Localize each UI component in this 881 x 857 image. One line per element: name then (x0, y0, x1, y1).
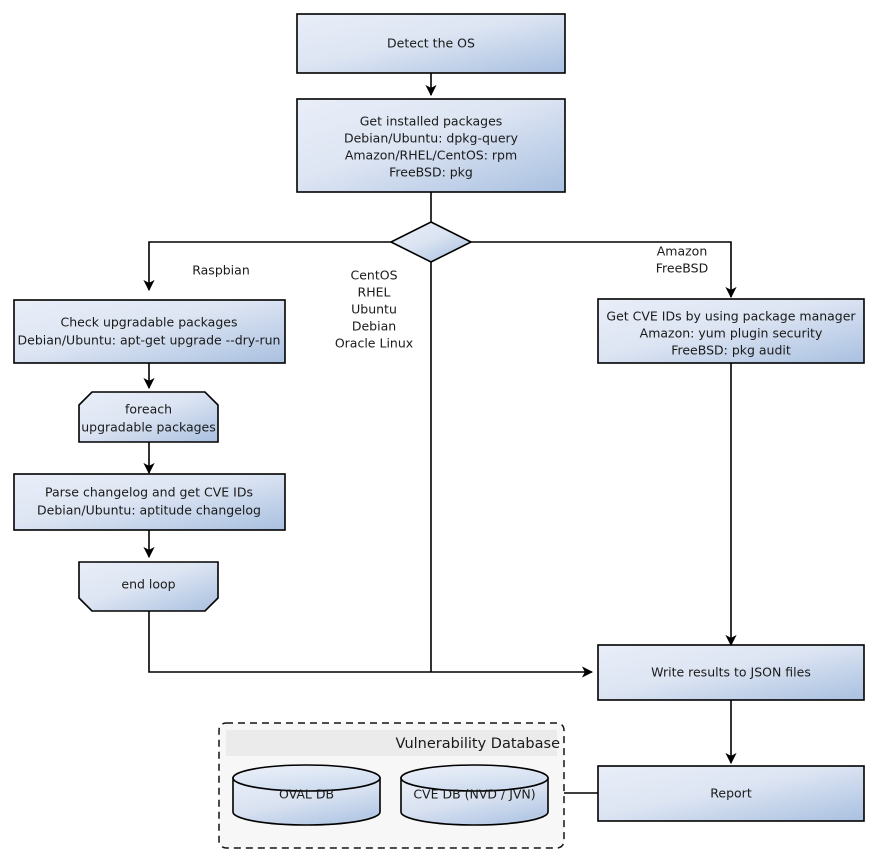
get-installed-packages-line-1: Get installed packages (360, 114, 503, 129)
check-upgradable-box[interactable] (13, 299, 286, 364)
group-header-strip (226, 730, 557, 756)
get-installed-packages-line-2: Debian/Ubuntu: dpkg-query (344, 131, 519, 146)
foreach-loop-line-2: upgradable packages (81, 420, 216, 435)
parse-changelog-line-1: Parse changelog and get CVE IDs (45, 485, 253, 500)
edge-label-right-line-1: Amazon (657, 244, 708, 259)
edge-label-raspbian: Raspbian (192, 263, 250, 278)
edge-label-center-line-2: RHEL (358, 285, 391, 300)
end-loop-shape[interactable] (78, 561, 219, 612)
edge-label-center-line-3: Ubuntu (351, 302, 397, 317)
get-cve-ids-line-3: FreeBSD: pkg audit (671, 343, 791, 358)
parse-changelog-box[interactable] (13, 473, 286, 531)
get-installed-packages-line-4: FreeBSD: pkg (389, 165, 473, 180)
write-results-label: Write results to JSON files (651, 665, 811, 680)
edge-label-center-line-1: CentOS (350, 268, 397, 283)
edge-label-center-line-5: Oracle Linux (335, 336, 413, 351)
node-get-installed-packages[interactable]: Get installed packages Debian/Ubuntu: dp… (296, 98, 566, 193)
node-detect-os[interactable]: Detect the OS (296, 13, 566, 74)
node-parse-changelog[interactable]: Parse changelog and get CVE IDs Debian/U… (13, 473, 286, 531)
foreach-loop-line-1: foreach (125, 402, 172, 417)
node-foreach-loop-start[interactable]: foreach upgradable packages (78, 391, 219, 443)
database-oval-db: OVAL DB (232, 764, 381, 826)
oval-db-label: OVAL DB (279, 787, 334, 802)
cve-db-label: CVE DB (NVD / JVN) (413, 787, 535, 802)
edge-label-right-branch: Amazon FreeBSD (656, 244, 708, 276)
end-loop-label: end loop (121, 577, 175, 592)
edge-label-center-branch: CentOS RHEL Ubuntu Debian Oracle Linux (335, 268, 413, 351)
node-end-loop[interactable]: end loop (78, 561, 219, 612)
group-title-label: Vulnerability Database (396, 736, 561, 752)
get-cve-ids-box[interactable] (597, 298, 865, 364)
edge-label-raspbian-line-1: Raspbian (192, 263, 250, 278)
edge-decision-to-get-cve-ids (471, 241, 737, 299)
check-upgradable-line-1: Check upgradable packages (61, 315, 238, 330)
edge-label-center-line-4: Debian (352, 319, 396, 334)
edge-label-right-line-2: FreeBSD (656, 261, 708, 276)
report-label: Report (710, 786, 752, 801)
node-report[interactable]: Report (597, 765, 865, 822)
database-cve-db: CVE DB (NVD / JVN) (400, 764, 549, 826)
node-os-decision[interactable] (389, 221, 473, 263)
os-decision-diamond[interactable] (389, 221, 473, 263)
cve-db-top (400, 764, 549, 792)
vulnerability-database-group: Vulnerability Database OVAL DB CVE DB (N… (218, 722, 565, 849)
detect-os-label: Detect the OS (387, 36, 475, 51)
node-get-cve-ids[interactable]: Get CVE IDs by using package manager Ama… (597, 298, 865, 364)
get-cve-ids-line-1: Get CVE IDs by using package manager (606, 309, 856, 324)
edge-decision-to-check-upgradable (143, 241, 391, 292)
check-upgradable-line-2: Debian/Ubuntu: apt-get upgrade --dry-run (18, 333, 281, 348)
get-installed-packages-box[interactable] (296, 98, 566, 193)
foreach-loop-shape[interactable] (78, 391, 219, 443)
get-installed-packages-line-3: Amazon/RHEL/CentOS: rpm (345, 148, 517, 163)
edge-endloop-to-write (148, 611, 594, 678)
node-check-upgradable-packages[interactable]: Check upgradable packages Debian/Ubuntu:… (13, 299, 286, 364)
node-write-results[interactable]: Write results to JSON files (597, 644, 865, 701)
oval-db-top (232, 764, 381, 792)
get-cve-ids-line-2: Amazon: yum plugin security (640, 326, 823, 341)
write-results-box[interactable] (597, 644, 865, 701)
report-box[interactable] (597, 765, 865, 822)
parse-changelog-line-2: Debian/Ubuntu: aptitude changelog (37, 503, 261, 518)
detect-os-box[interactable] (296, 13, 566, 74)
